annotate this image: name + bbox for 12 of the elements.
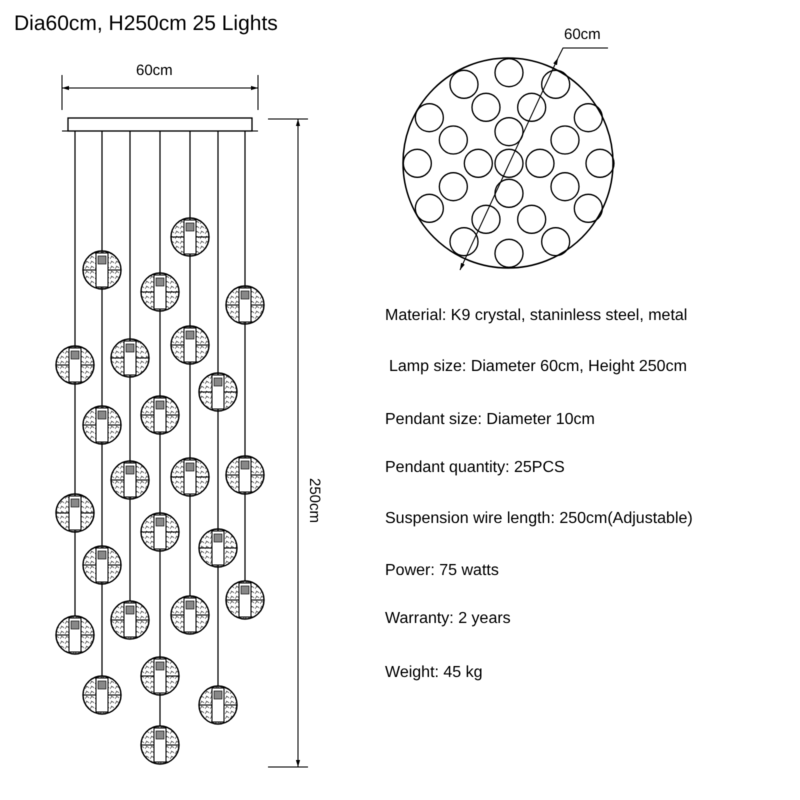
- spec-text: Warranty: 2 years: [385, 610, 511, 628]
- spec-text: Material: K9 crystal, staninless steel, metal: [385, 307, 688, 325]
- spec-text: Pendant quantity: 25PCS: [385, 459, 565, 477]
- title: Dia60cm, H250cm 25 Lights: [14, 12, 278, 36]
- spec-text: Pendant size: Diameter 10cm: [385, 411, 595, 429]
- spec-text: Lamp size: Diameter 60cm, Height 250cm: [389, 358, 687, 376]
- spec-text: Power: 75 watts: [385, 562, 499, 580]
- dimension-label: 250cm: [306, 478, 322, 524]
- spec-text: Suspension wire length: 250cm(Adjustable): [385, 510, 693, 528]
- dimension-label: 60cm: [564, 27, 601, 44]
- spec-text: Weight: 45 kg: [385, 664, 483, 682]
- dimension-label: 60cm: [136, 63, 173, 80]
